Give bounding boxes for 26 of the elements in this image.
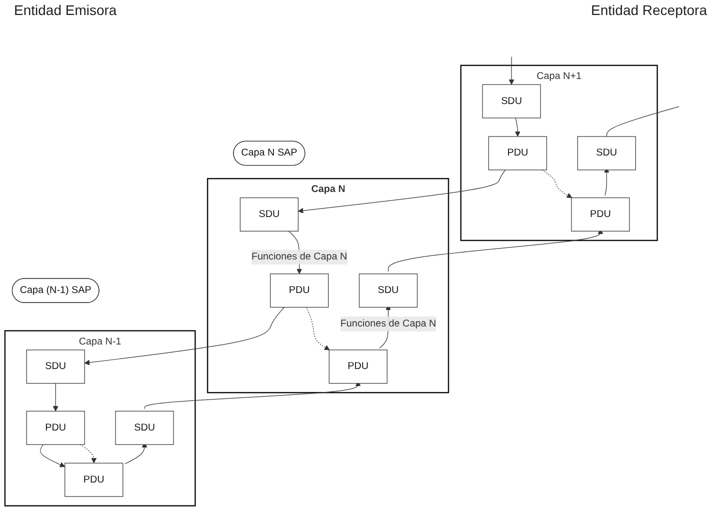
arrow [298,170,506,214]
arrow [514,118,520,137]
node-box: PDU [571,197,630,232]
entity-label: Entidad Emisora [14,2,117,20]
node-box: PDU [64,462,124,497]
node-box: SDU [115,410,174,445]
node-box: SDU [26,350,85,384]
node-box: SDU [240,197,298,232]
node-box: PDU [328,350,388,384]
arrow [542,170,572,198]
node-box: SDU [577,136,636,170]
arrow [40,444,66,468]
node-box: PDU [26,410,85,445]
connector [606,106,680,137]
arrow [508,56,514,85]
node-box: PDU [488,136,547,170]
entity-label: Entidad Receptora [591,2,707,20]
arrow [306,306,330,350]
arrow [84,306,285,366]
edge-label: Funciones de Capa N [340,318,436,329]
edge-label: Funciones de Capa N [251,252,348,262]
node-box: PDU [270,274,329,308]
arrow [52,383,58,412]
arrow [80,444,97,464]
node-box: SDU [358,274,418,308]
node-box: SDU [482,84,541,118]
